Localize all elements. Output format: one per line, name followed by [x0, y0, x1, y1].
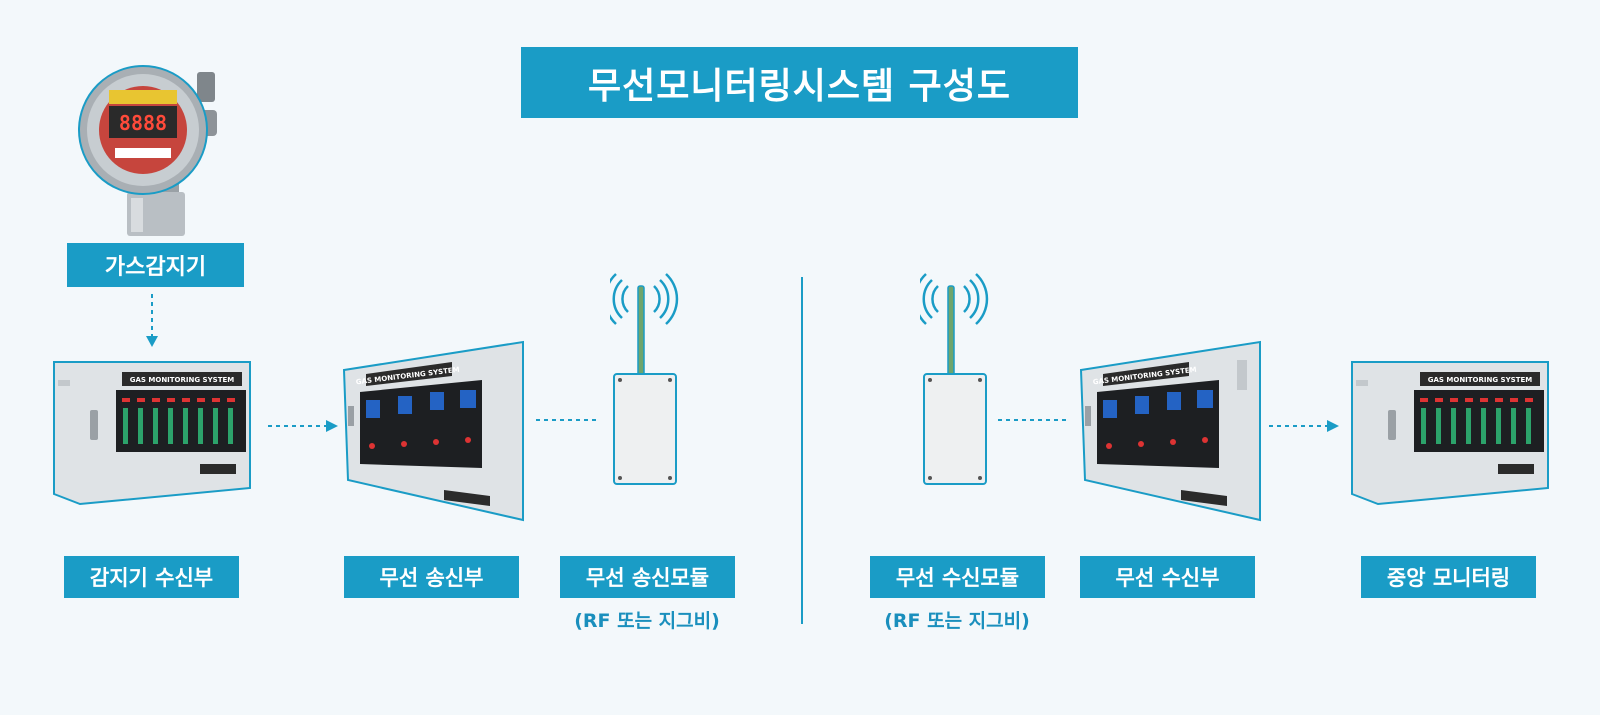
gas-detector-image: 8888	[78, 65, 217, 236]
wireless-receiver-panel: GAS MONITORING SYSTEM	[1079, 340, 1261, 522]
stage-label-receiver-module: 무선 수신모듈	[870, 556, 1045, 598]
stage-label-wireless-transmitter: 무선 송신부	[344, 556, 519, 598]
connection-line	[536, 419, 596, 421]
panel-title-text: GAS MONITORING SYSTEM	[130, 376, 234, 384]
detector-readout: 8888	[119, 111, 167, 135]
stage-label-central-monitoring: 중앙 모니터링	[1361, 556, 1536, 598]
stage-label-wireless-receiver: 무선 수신부	[1080, 556, 1255, 598]
wireless-receiver-module	[920, 273, 989, 485]
panel-title-text: GAS MONITORING SYSTEM	[1428, 376, 1532, 384]
wireless-transmitter-module	[610, 273, 679, 485]
central-monitoring-panel: GAS MONITORING SYSTEM	[1351, 361, 1549, 506]
detector-receiver-panel: GAS MONITORING SYSTEM	[53, 361, 251, 506]
stage-label-detector-receiver: 감지기 수신부	[64, 556, 239, 598]
arrow-right-icon	[1269, 420, 1339, 432]
wireless-transmitter-panel: GAS MONITORING SYSTEM	[342, 340, 524, 522]
stage-label-transmitter-module: 무선 송신모듈	[560, 556, 735, 598]
center-divider	[801, 277, 803, 624]
connection-line	[998, 419, 1068, 421]
transmitter-module-note: (RF 또는 지그비)	[574, 610, 720, 632]
receiver-module-note: (RF 또는 지그비)	[884, 610, 1030, 632]
page-title: 무선모니터링시스템 구성도	[521, 47, 1078, 118]
arrow-right-icon	[268, 420, 338, 432]
gas-detector-label: 가스감지기	[67, 243, 244, 287]
arrow-down-icon	[146, 294, 158, 347]
